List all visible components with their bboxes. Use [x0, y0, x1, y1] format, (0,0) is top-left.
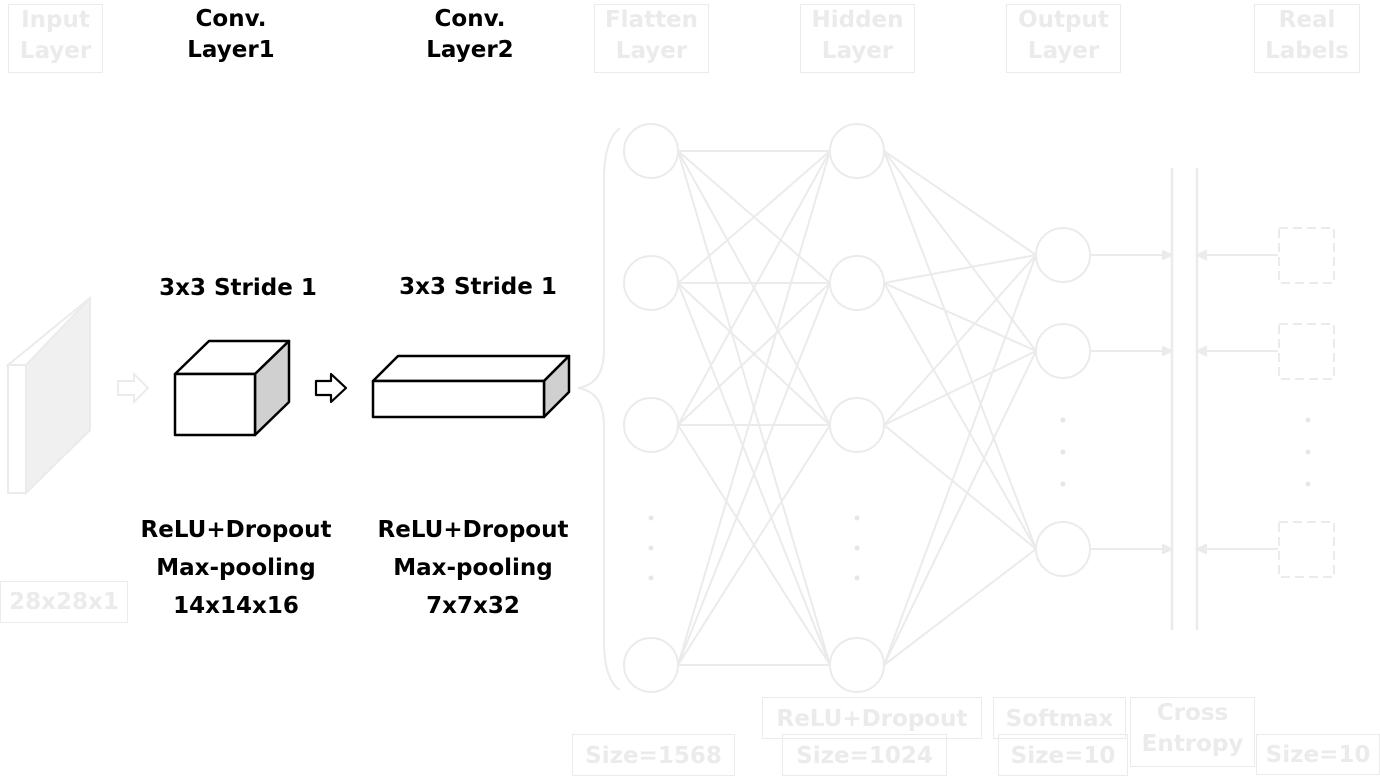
label-box [1278, 521, 1335, 578]
input-layer-heading: Input Layer [8, 4, 103, 73]
output-layer-heading: Output Layer [1006, 4, 1121, 73]
neuron [829, 637, 885, 693]
ellipsis-dots [648, 417, 1311, 581]
label-box [1278, 227, 1335, 284]
neuron [623, 123, 679, 179]
connections-hidden-output [883, 150, 1037, 666]
neuron [829, 123, 885, 179]
neuron [1035, 227, 1091, 283]
hidden-layer-text: Hidden Layer [811, 7, 904, 64]
conv1-kernel-label: 3x3 Stride 1 [159, 275, 317, 301]
flatten-layer-text: Flatten Layer [604, 7, 699, 64]
softmax-label: Softmax [993, 697, 1126, 739]
conv-layer1-heading: Conv. Layer1 [187, 6, 275, 63]
conv-layer2-heading: Conv. Layer2 [426, 6, 514, 63]
neuron [623, 255, 679, 311]
neuron [623, 637, 679, 693]
real-label-boxes [1278, 227, 1335, 578]
flatten-size-label: Size=1568 [572, 734, 735, 776]
conv2-kernel-label: 3x3 Stride 1 [399, 274, 557, 300]
arrow-conv1-to-conv2 [314, 372, 348, 404]
real-labels-heading: Real Labels [1254, 4, 1360, 73]
input-size-label: 28x28x1 [0, 581, 128, 623]
arrow-input-to-conv1 [117, 371, 150, 405]
labels-size-label: Size=10 [1256, 734, 1380, 775]
output-size-label: Size=10 [998, 734, 1128, 776]
input-layer-text: Input Layer [19, 7, 92, 64]
label-arrows [1194, 249, 1278, 555]
output-neurons [1035, 227, 1091, 577]
neuron [829, 397, 885, 453]
flatten-brace [577, 127, 621, 691]
output-arrows [1090, 249, 1175, 555]
input-image [5, 295, 91, 496]
neuron [623, 397, 679, 453]
cross-entropy-bars [1170, 168, 1199, 630]
hidden-layer-heading: Hidden Layer [800, 4, 915, 73]
conv2-tensor [371, 354, 571, 419]
hidden-neurons [829, 123, 885, 693]
cross-entropy-label: Cross Entropy [1130, 697, 1255, 767]
conv1-tensor [173, 339, 291, 437]
flatten-neurons [623, 123, 679, 693]
conv1-ops-label: ReLU+Dropout Max-pooling 14x14x16 [140, 517, 332, 619]
output-layer-text: Output Layer [1018, 7, 1109, 64]
neuron [1035, 521, 1091, 577]
connections-flatten-hidden [677, 150, 831, 666]
flatten-layer-heading: Flatten Layer [594, 4, 709, 73]
hidden-ops-label: ReLU+Dropout [762, 697, 982, 739]
label-box [1278, 323, 1335, 380]
conv2-ops-label: ReLU+Dropout Max-pooling 7x7x32 [377, 517, 569, 619]
real-labels-text: Real Labels [1265, 7, 1349, 64]
neuron [829, 255, 885, 311]
hidden-size-label: Size=1024 [782, 734, 947, 776]
neuron [1035, 323, 1091, 379]
